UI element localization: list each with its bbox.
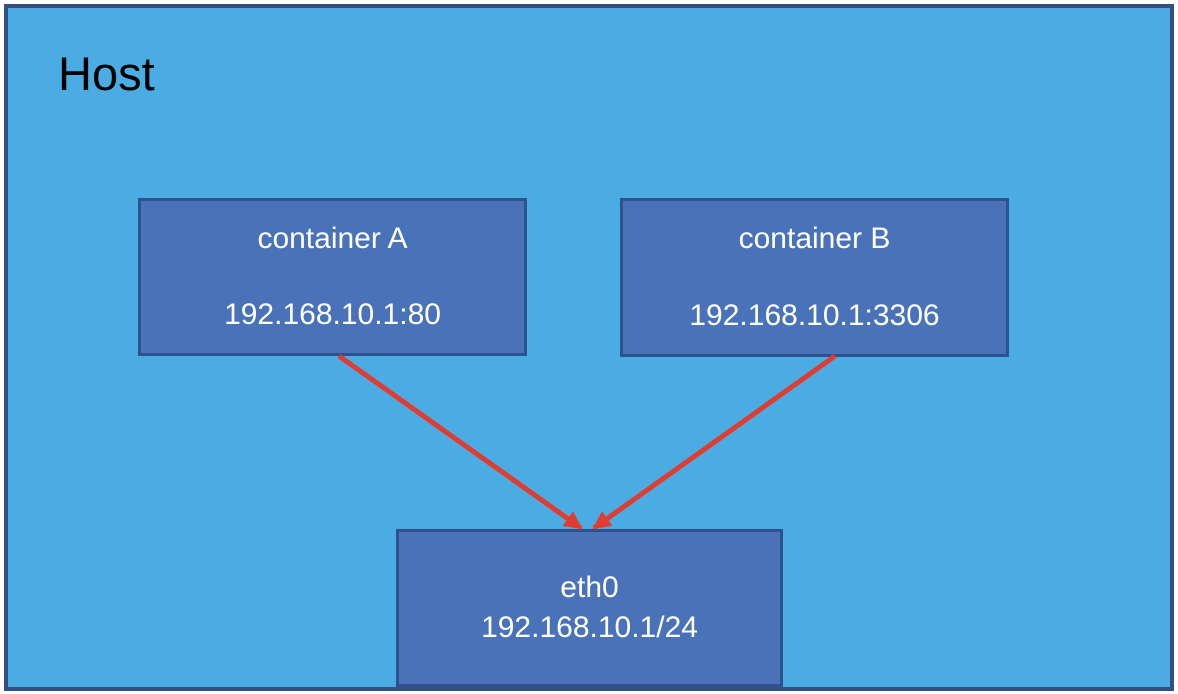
- node-address: 192.168.10.1:80: [224, 298, 441, 331]
- host-label: Host: [58, 47, 155, 100]
- node-title: container A: [257, 222, 408, 255]
- node-title: container B: [738, 222, 891, 256]
- node-container-a: container A 192.168.10.1:80: [138, 198, 527, 356]
- node-title: eth0: [560, 571, 619, 604]
- node-address: 192.168.10.1/24: [481, 611, 698, 644]
- node-container-b: container B 192.168.10.1:3306: [620, 198, 1009, 357]
- node-eth0: eth0 192.168.10.1/24: [396, 529, 783, 687]
- node-address: 192.168.10.1:3306: [689, 298, 940, 332]
